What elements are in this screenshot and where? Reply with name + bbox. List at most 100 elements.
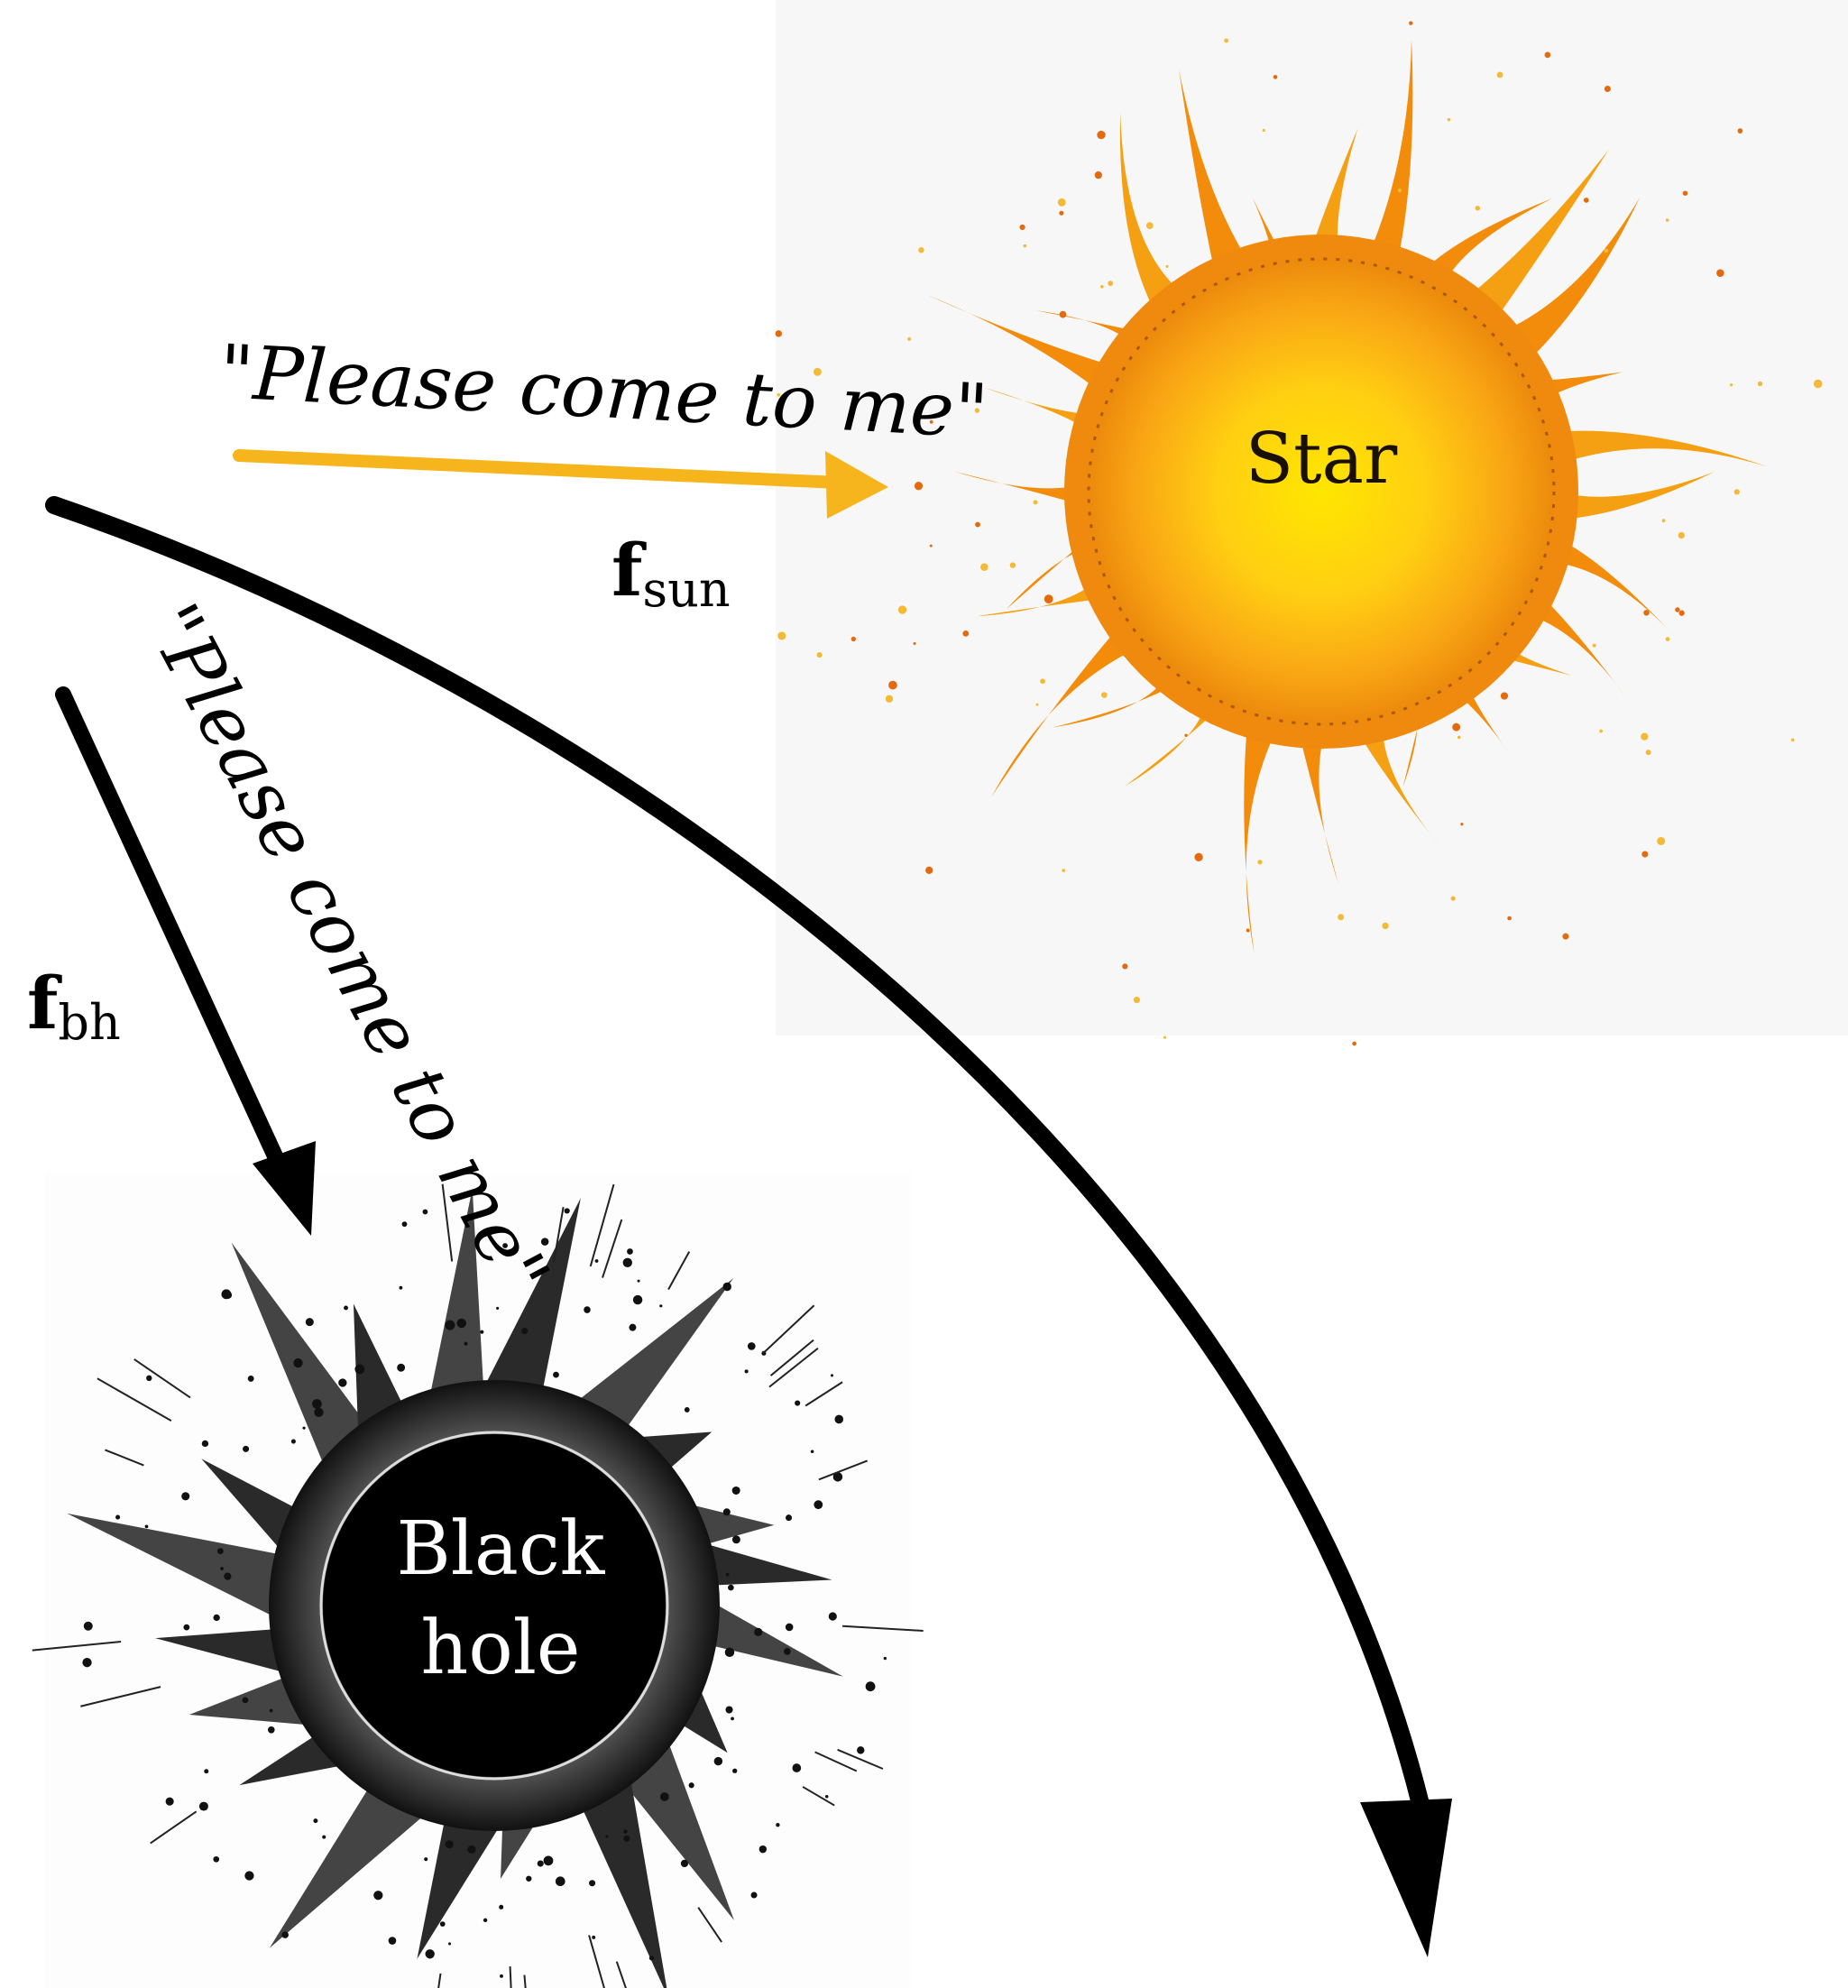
star-speckle — [1545, 52, 1551, 59]
black-hole-speckle — [314, 1408, 323, 1417]
black-hole-speckle — [354, 1364, 364, 1374]
force-sun-symbol: f — [611, 528, 647, 612]
black-hole-speckle — [834, 1415, 843, 1424]
black-hole-speckle — [714, 1757, 722, 1765]
black-hole-speckle — [457, 1319, 466, 1328]
black-hole-speckle — [649, 1956, 654, 1960]
star-speckle — [817, 652, 823, 658]
star-speckle — [1683, 190, 1688, 196]
black-hole-speckle — [399, 1286, 402, 1290]
black-hole-speckle — [204, 1769, 208, 1773]
star-speckle — [1675, 607, 1679, 612]
star-label: Star — [1246, 419, 1398, 500]
star-speckle — [1059, 211, 1063, 216]
black-hole-speckle — [402, 1221, 408, 1227]
star-speckle — [1641, 732, 1648, 740]
black-hole-label-line2: hole — [421, 1606, 581, 1691]
black-hole-speckle — [344, 1306, 348, 1311]
black-hole-speckle — [786, 1624, 794, 1632]
black-hole-speckle — [584, 1306, 591, 1313]
black-hole-speckle — [146, 1376, 152, 1381]
black-hole-speckle — [825, 1795, 829, 1799]
black-hole-speckle — [291, 1440, 296, 1444]
black-hole-speckle — [732, 1535, 740, 1543]
star-speckle — [888, 681, 897, 690]
star-speckle — [1604, 86, 1611, 92]
black-hole-speckle — [338, 1378, 346, 1386]
star-speckle — [1452, 723, 1460, 732]
black-hole-speckle — [268, 1726, 275, 1734]
star-speckle — [1738, 128, 1743, 133]
star-speckle — [1666, 637, 1670, 641]
black-hole-speckle — [424, 1857, 428, 1861]
star-speckle — [851, 637, 856, 641]
black-hole-speckle — [725, 1706, 732, 1713]
star-speckle — [1398, 189, 1402, 192]
star-speckle — [1097, 131, 1105, 139]
black-hole-speckle — [732, 1769, 737, 1773]
star-speckle — [1457, 736, 1461, 740]
black-hole-speckle — [685, 1407, 690, 1413]
black-hole-speckle — [213, 1856, 219, 1863]
black-hole-speckle — [623, 1829, 627, 1833]
black-hole-speckle — [373, 1891, 382, 1900]
star-speckle — [1019, 225, 1025, 230]
black-hole-speckle — [526, 1876, 531, 1882]
star-speckle — [1062, 869, 1065, 872]
star-speckle — [1814, 380, 1823, 389]
black-hole-speckle — [302, 1427, 305, 1430]
black-hole-speckle — [199, 1802, 208, 1811]
star-speckle — [1263, 129, 1265, 132]
star-speckle — [1060, 311, 1067, 318]
star-speckle — [1730, 383, 1733, 386]
star-speckle — [1036, 704, 1039, 706]
black-hole-speckle — [811, 1450, 814, 1453]
star-speckle — [980, 564, 988, 571]
star-speckle — [1044, 594, 1053, 603]
star-speckle — [1224, 39, 1228, 43]
black-hole-speckle — [538, 1861, 544, 1867]
black-hole-speckle — [248, 1376, 254, 1382]
star-speckle — [1604, 249, 1609, 253]
black-hole-speckle — [544, 1855, 554, 1865]
black-hole-speckle — [243, 1697, 249, 1703]
black-hole-speckle — [565, 1208, 570, 1213]
black-hole-speckle — [553, 1372, 559, 1378]
force-bh-label: fbh — [27, 961, 121, 1051]
star-speckle — [1409, 22, 1412, 25]
star-speckle — [1791, 739, 1795, 742]
black-hole-speckle — [423, 1210, 428, 1215]
force-bh-symbol: f — [27, 961, 62, 1045]
star-speckle — [1643, 610, 1649, 615]
black-hole-speckle — [681, 1860, 688, 1867]
force-sun-label: fsun — [611, 528, 731, 618]
star-speckle — [1010, 562, 1016, 567]
black-hole-speckle — [448, 1942, 451, 1945]
black-hole-speckle — [745, 1369, 749, 1373]
black-hole-speckle — [728, 1585, 734, 1591]
black-hole-speckle — [795, 1400, 800, 1405]
black-hole-speckle — [784, 1648, 791, 1655]
black-hole-speckle — [786, 1514, 792, 1521]
black-hole-speckle — [243, 1446, 249, 1452]
black-hole-speckle — [776, 1823, 779, 1827]
black-hole-speckle — [589, 1880, 595, 1886]
star-speckle — [1476, 206, 1480, 210]
black-hole-speckle — [595, 1259, 599, 1263]
star-speckle — [915, 482, 923, 490]
star-speckle — [1641, 851, 1648, 857]
black-hole-speckle — [521, 1328, 528, 1334]
star-speckle — [1662, 519, 1666, 522]
star-speckle — [776, 330, 782, 336]
black-hole-speckle — [605, 1835, 608, 1837]
star-speckle — [1101, 692, 1108, 698]
black-hole-speckle — [629, 1324, 636, 1331]
star-speckle — [1122, 963, 1127, 969]
black-hole-speckle — [829, 1612, 837, 1620]
star-speckle — [1058, 198, 1066, 207]
star-speckle — [1562, 934, 1568, 940]
star-speckle — [1246, 928, 1250, 932]
black-hole-speckle — [312, 1399, 322, 1409]
star-speckle — [975, 522, 980, 528]
star-speckle — [925, 867, 933, 874]
